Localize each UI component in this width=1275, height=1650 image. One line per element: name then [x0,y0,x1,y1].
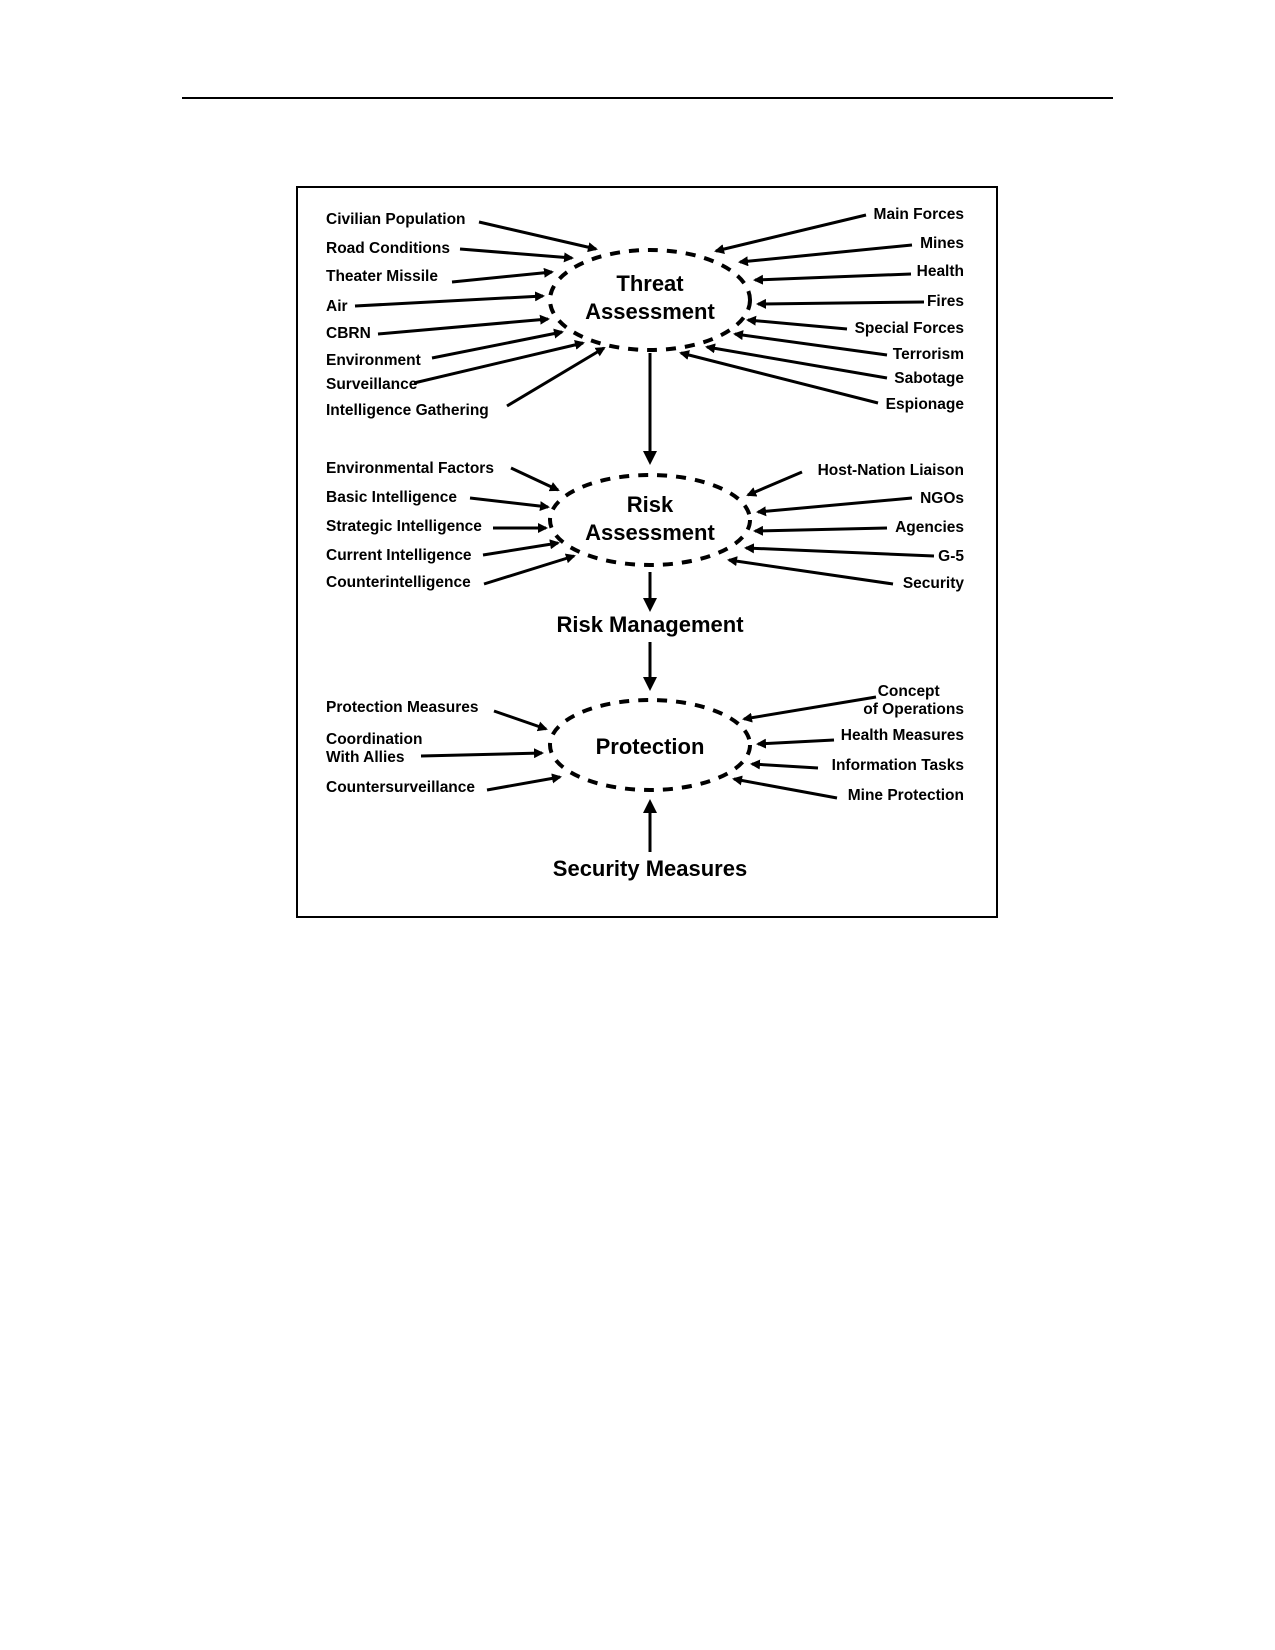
risk-left-label: Strategic Intelligence [326,518,482,535]
threat-left-label: CBRN [326,325,371,342]
protection-left-label: Countersurveillance [326,779,475,796]
threat-left-label: Theater Missile [326,268,438,285]
threat-right-arrow [746,315,848,331]
threat-right-arrow [733,330,888,357]
risk-title-line1: Risk [627,492,674,517]
protection-right-label: Mine Protection [848,787,964,804]
threat-left-arrow [431,328,564,360]
protection-right-label: Information Tasks [832,757,964,774]
protection-left-arrow [493,709,548,732]
protection-right-arrow [756,738,835,749]
coordination-line1: Coordination [326,731,422,748]
header-rule [182,97,1113,99]
threat-right-arrow [738,243,913,267]
risk-left-label: Environmental Factors [326,460,494,477]
threat-right-label: Espionage [886,396,965,413]
threat-right-label: Health [917,263,964,280]
threat-right-arrow [705,343,888,380]
threat-right-label: Mines [920,235,964,252]
protection-left-label: Protection Measures [326,699,478,716]
threat-left-arrow [413,339,585,385]
threat-left-label: Civilian Population [326,211,466,228]
risk-management-label: Risk Management [556,612,744,637]
risk-right-label: Security [903,575,965,592]
risk-right-arrow [746,470,803,497]
risk-right-label: Agencies [895,519,964,536]
threat-right-arrow [753,272,912,285]
protection-right-label: Concept of Operations [863,683,964,718]
risk-left-label: Current Intelligence [326,547,472,564]
threat-right-label: Terrorism [893,346,964,363]
risk-left-arrow [469,496,550,512]
threat-left-label: Intelligence Gathering [326,402,489,419]
threat-left-arrow [451,267,554,284]
risk-left-label: Counterintelligence [326,574,471,591]
threat-title-line2: Assessment [585,299,715,324]
risk-right-arrow [753,525,888,536]
risk-right-label: Host-Nation Liaison [818,462,964,479]
protection-right-label: Health Measures [841,727,964,744]
threat-right-label: Special Forces [855,320,964,337]
protection-right-arrow [742,695,877,723]
protection-right-arrow [732,775,838,800]
threat-left-arrow [354,291,545,308]
risk-left-arrow [510,466,560,492]
concept-line1: Concept [878,683,940,700]
risk-right-label: NGOs [920,490,964,507]
threat-left-arrow [377,314,550,336]
figure-frame [296,186,998,918]
risk-left-arrow [483,553,576,586]
threat-left-arrow [506,346,606,408]
concept-line2: of Operations [863,701,964,718]
risk-assessment-ellipse [548,473,752,567]
threat-left-label: Surveillance [326,376,418,393]
threat-left-label: Road Conditions [326,240,450,257]
risk-right-arrow [756,496,913,517]
protection-ellipse [548,698,752,792]
security-measures-label: Security Measures [553,856,747,881]
risk-right-arrow [744,543,935,558]
threat-right-arrow [679,350,879,405]
risk-left-label: Basic Intelligence [326,489,457,506]
risk-left-arrow [482,539,560,557]
protection-left-arrow [486,773,562,792]
threat-title-line1: Threat [616,271,684,296]
risk-right-arrow [727,556,894,586]
protection-title: Protection [596,734,705,759]
protection-left-label: Coordination With Allies [326,731,427,766]
protection-right-arrow [750,759,819,770]
threat-right-label: Sabotage [894,370,964,387]
risk-title-line2: Assessment [585,520,715,545]
threat-right-arrow [714,213,867,254]
threat-right-label: Main Forces [874,206,964,223]
threat-left-label: Air [326,298,348,315]
threat-right-label: Fires [927,293,964,310]
threat-left-arrow [478,220,598,253]
risk-right-label: G-5 [938,548,964,565]
threat-left-arrow [459,247,574,263]
threat-left-label: Environment [326,352,421,369]
threat-right-arrow [756,298,925,309]
threat-assessment-ellipse [548,248,752,352]
protection-left-arrow [420,748,544,759]
coordination-line2: With Allies [326,749,405,766]
